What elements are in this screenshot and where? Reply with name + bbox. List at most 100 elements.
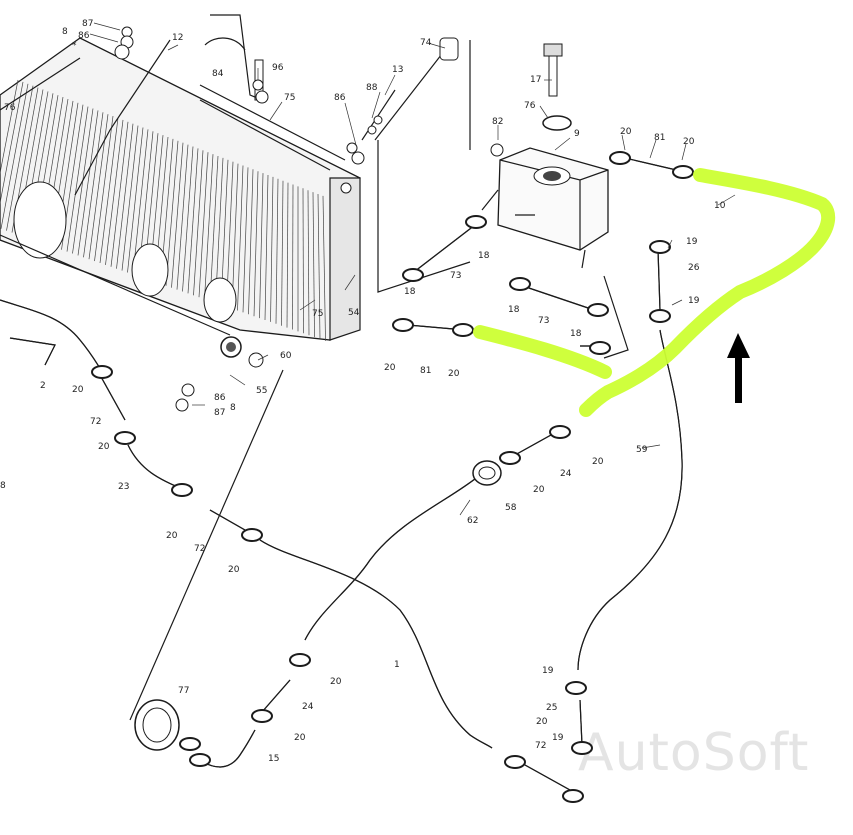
radiator-fin xyxy=(176,144,189,290)
radiator-fin xyxy=(231,163,239,309)
radiator-fin xyxy=(165,140,179,286)
part-label-n73b: 73 xyxy=(538,316,549,326)
radiator-fin xyxy=(66,106,89,252)
hose-clamp xyxy=(565,681,587,695)
fasteners xyxy=(114,26,504,412)
part-label-n84: 84 xyxy=(212,69,224,79)
radiator-fin xyxy=(77,110,99,256)
hose-clamp xyxy=(465,215,487,229)
radiator-fin xyxy=(253,171,259,317)
hose-clamp xyxy=(179,737,201,751)
part-label-star: * xyxy=(72,41,77,51)
support-rod xyxy=(361,37,459,141)
part-label-n20j: 20 xyxy=(592,457,604,467)
part-label-n2: 2 xyxy=(40,381,46,391)
part-label-n8a: 8 xyxy=(62,27,68,37)
part-label-n19b: 19 xyxy=(688,296,700,306)
part-label-n76b: 76 xyxy=(4,103,16,113)
part-label-n75a: 75 xyxy=(284,93,295,103)
radiator-fin xyxy=(0,79,19,176)
hose-clamp xyxy=(589,341,611,355)
part-label-n18d: 18 xyxy=(570,329,582,339)
hose-clamp xyxy=(672,165,694,179)
part-label-n18c: 18 xyxy=(508,305,520,315)
hose-clamp xyxy=(549,425,571,439)
part-label-n86a: 86 xyxy=(78,31,90,41)
part-label-n18a: 18 xyxy=(478,251,490,261)
part-label-n20g: 20 xyxy=(166,531,178,541)
radiator-fin xyxy=(281,180,284,326)
radiator-fin xyxy=(110,121,129,267)
part-label-n20k: 20 xyxy=(330,677,342,687)
hose-clamp xyxy=(571,741,593,755)
radiator-fin xyxy=(248,169,254,315)
radiator-fin xyxy=(307,190,310,336)
part-label-n20e: 20 xyxy=(72,385,84,395)
radiator-fin xyxy=(198,152,209,298)
radiator-fin xyxy=(94,116,114,262)
hose-clamp xyxy=(649,240,671,254)
hose-clamps xyxy=(91,151,694,803)
part-label-n20h: 20 xyxy=(228,565,240,575)
part-label-n1: 1 xyxy=(394,660,400,670)
part-label-n25: 25 xyxy=(546,703,557,713)
radiator-fin xyxy=(171,142,184,288)
radiator-fin xyxy=(242,167,249,313)
radiator-fin xyxy=(187,148,199,294)
part-label-n74: 74 xyxy=(420,38,432,48)
hose-clamp xyxy=(114,431,136,445)
part-label-n77: 77 xyxy=(178,686,189,696)
radiator-fin xyxy=(286,182,289,328)
part-label-n9: 9 xyxy=(574,129,580,139)
part-label-n20b: 20 xyxy=(683,137,695,147)
radiator xyxy=(0,37,361,358)
part-label-n75b: 75 xyxy=(312,309,323,319)
radiator-fin xyxy=(312,192,315,338)
part-label-n72c: 72 xyxy=(535,741,546,751)
part-label-n8b: 8 xyxy=(230,403,236,413)
radiator-fin xyxy=(127,127,144,273)
part-label-n72a: 72 xyxy=(90,417,101,427)
flow-arrow xyxy=(727,333,750,403)
part-label-n10: 10 xyxy=(714,201,726,211)
part-label-n19c: 19 xyxy=(542,666,554,676)
radiator-fin xyxy=(275,178,279,324)
radiator-fin xyxy=(237,165,244,311)
part-label-n82: 82 xyxy=(492,117,503,127)
part-label-n96: 96 xyxy=(272,63,284,73)
hose-clamp xyxy=(587,303,609,317)
hose-clamp xyxy=(392,318,414,332)
radiator-fin xyxy=(193,150,204,296)
part-label-n87b: 87 xyxy=(214,408,225,418)
radiator-fin xyxy=(302,188,304,334)
part-label-n81b: 81 xyxy=(420,366,431,376)
part-label-n24a: 24 xyxy=(560,469,572,479)
part-label-n8c: 8 xyxy=(0,481,6,491)
part-label-n20i: 20 xyxy=(533,485,545,495)
part-label-n73a: 73 xyxy=(450,271,461,281)
hose-clamp xyxy=(251,709,273,723)
part-label-n62: 62 xyxy=(467,516,478,526)
radiator-fin xyxy=(264,174,269,321)
hose-clamp xyxy=(649,309,671,323)
radiator-fin xyxy=(0,81,24,206)
frame-lines xyxy=(129,40,629,721)
part-label-n20f: 20 xyxy=(98,442,110,452)
part-label-n86c: 86 xyxy=(214,393,226,403)
radiator-fin xyxy=(83,112,104,258)
hose-clamp xyxy=(91,365,113,379)
part-label-n54: 54 xyxy=(348,308,360,318)
part-label-n60: 60 xyxy=(280,351,292,361)
radiator-fin xyxy=(259,173,264,319)
part-label-n87a: 87 xyxy=(82,19,93,29)
hose-clamp xyxy=(452,323,474,337)
hose-clamp xyxy=(402,268,424,282)
radiator-fin xyxy=(204,154,214,300)
leader-lines xyxy=(89,22,736,516)
hose-clamp xyxy=(562,789,584,803)
part-label-n20d: 20 xyxy=(448,369,460,379)
hose-clamp xyxy=(509,277,531,291)
radiator-fin xyxy=(99,117,119,264)
part-label-n23: 23 xyxy=(118,482,129,492)
